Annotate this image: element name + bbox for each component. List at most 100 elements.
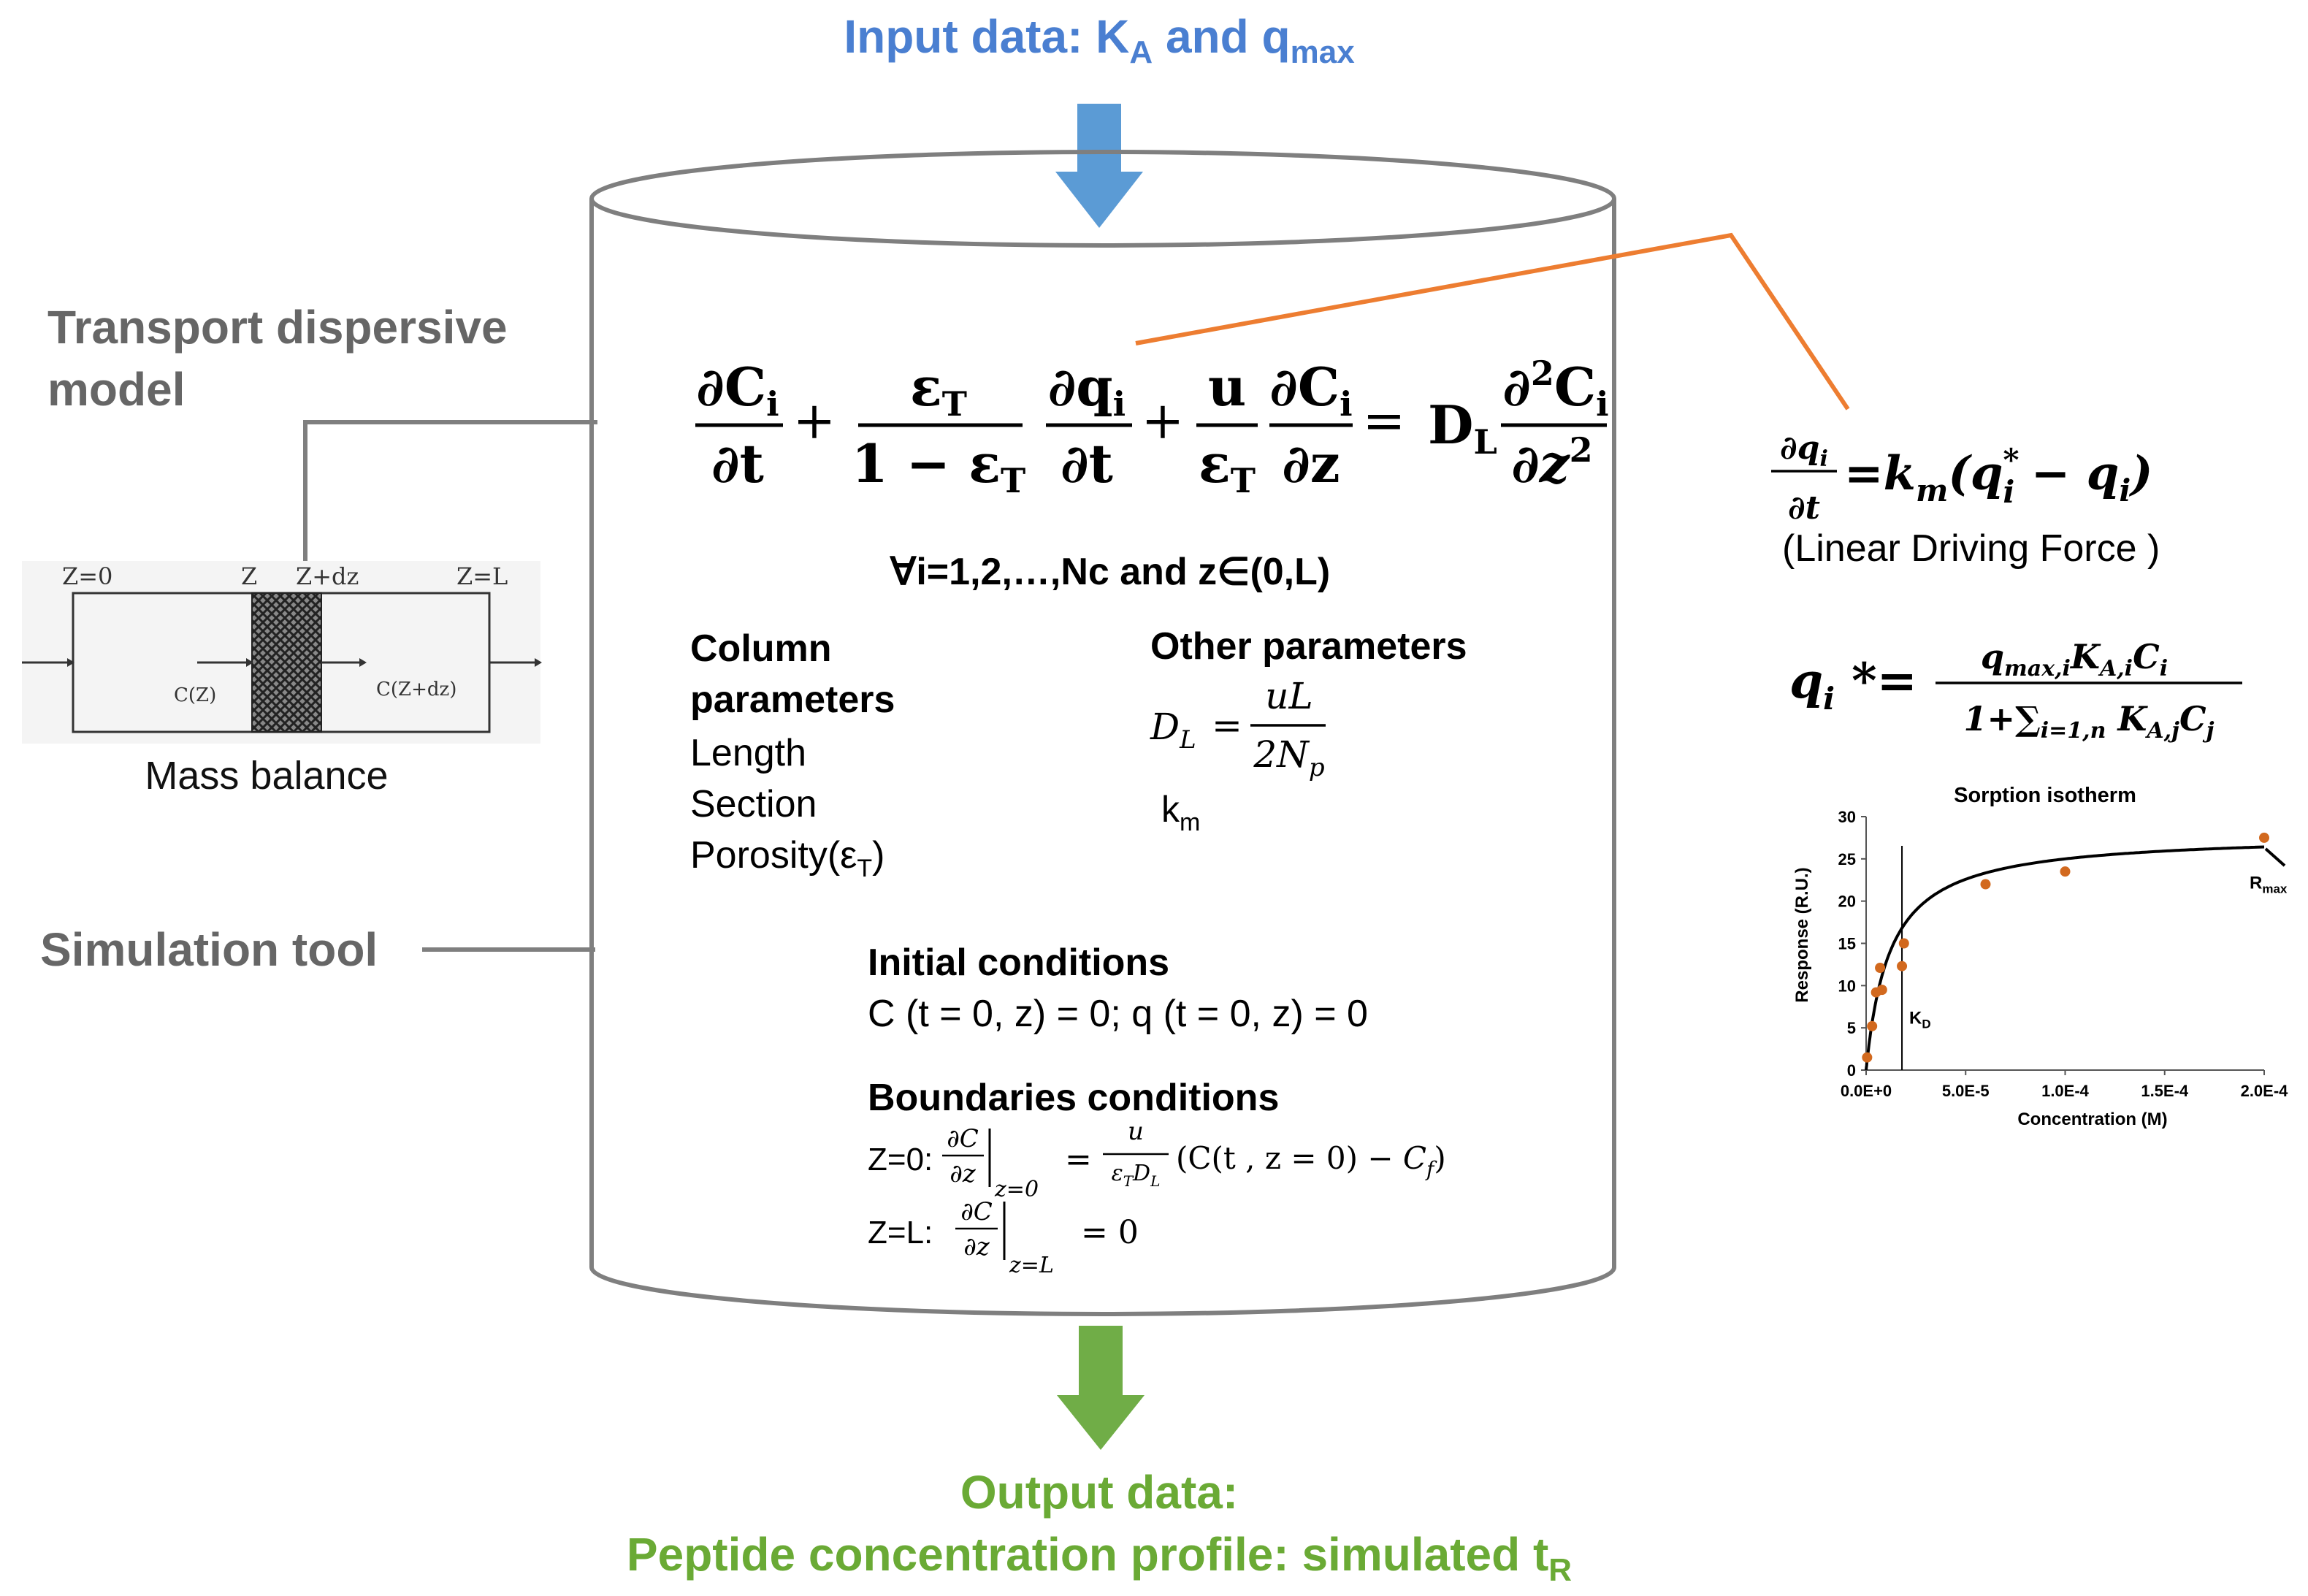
mb-label-z0: Z=0 — [62, 562, 112, 590]
other-param-dl-num: uL — [1265, 675, 1312, 717]
other-param-dl-eq: = — [1212, 704, 1242, 747]
chart-y-tick-label: 30 — [1838, 808, 1856, 826]
eq-dz-den: ∂z — [1282, 432, 1340, 495]
boundary-z0-rhs: (C(t , z = 0) − Cf) — [1176, 1140, 1446, 1181]
chart-rmax-annotation: Rmax — [2250, 873, 2288, 896]
langmuir-num: qmax,iKA,iCi — [1981, 637, 2168, 681]
flow-in-arrowhead — [246, 658, 253, 667]
eq-dt-den: ∂t — [711, 432, 764, 495]
ldf-caption: (Linear Driving Force ) — [1782, 527, 2160, 570]
chart-y-tick-label: 5 — [1847, 1019, 1856, 1037]
ldf-equation: ∂qi ∂t =km(q*i − qi) — [1771, 429, 2153, 527]
chart-fit-curve — [1865, 845, 2265, 1071]
eq-plus-1: + — [793, 391, 836, 451]
column-params-heading-2: parameters — [690, 679, 895, 721]
eq-eps-num: εT — [910, 356, 967, 424]
initial-conditions-heading: Initial conditions — [868, 942, 1169, 984]
mass-balance-label: Mass balance — [145, 754, 388, 798]
ldf-dt: ∂t — [1788, 489, 1820, 527]
chart-title: Sorption isotherm — [1954, 784, 2136, 807]
boundary-z0-at: z=0 — [994, 1177, 1039, 1202]
langmuir-lhs: qi *= — [1789, 652, 1917, 717]
chart-x-axis-label: Concentration (M) — [2017, 1110, 2167, 1129]
tdm-label-line2: model — [47, 363, 185, 416]
column-cylinder — [589, 150, 1616, 1316]
ldf-connector-line — [1135, 232, 1850, 411]
chart-data-point — [1898, 938, 1909, 949]
eq-eps-den: 1 − εT — [852, 432, 1026, 500]
tdm-label-line1: Transport dispersive — [47, 301, 508, 354]
flow-out-arrowhead — [359, 658, 367, 667]
chart-y-tick-label: 25 — [1838, 850, 1856, 868]
chart-data-point — [1862, 1052, 1873, 1063]
chart-data-point — [1897, 961, 1908, 971]
ldf-rhs: =km(q*i − qi) — [1844, 442, 2153, 510]
other-param-dl: DL — [1150, 706, 1196, 755]
eq-dl: DL — [1428, 394, 1497, 462]
langmuir-den: 1+∑i=1,n KA,jCj — [1964, 699, 2215, 744]
chart-y-axis-label: Response (R.U.) — [1792, 867, 1812, 1002]
column-param-section: Section — [690, 783, 817, 825]
eq-d2c-num: ∂2Ci — [1502, 354, 1608, 424]
eq-dt-den-2: ∂t — [1061, 432, 1113, 495]
mb-label-zdz: Z+dz — [296, 562, 359, 590]
eq-equals: = — [1363, 391, 1406, 451]
boundary-z0-label: Z=0: — [868, 1142, 933, 1177]
langmuir-equation: qi *= qmax,iKA,iCi 1+∑i=1,n KA,jCj — [1789, 637, 2242, 744]
boundary-zl-at: z=L — [1009, 1253, 1054, 1278]
chart-y-tick-label: 10 — [1838, 977, 1856, 995]
cylinder-bottom — [589, 1267, 1616, 1316]
initial-conditions-text: C (t = 0, z) = 0; q (t = 0, z) = 0 — [868, 993, 1368, 1035]
chart-y-tick-label: 15 — [1838, 935, 1856, 953]
column-param-length: Length — [690, 732, 806, 774]
chart-data-point — [1876, 985, 1887, 996]
sorption-isotherm-chart: Sorption isotherm Response (R.U.) Concen… — [1792, 784, 2288, 1129]
chart-data-point — [2259, 832, 2269, 843]
boundary-z0-dc: ∂C — [947, 1124, 979, 1153]
chart-x-tick-label: 2.0E-4 — [2241, 1082, 2289, 1100]
chart-x-tick-label: 0.0E+0 — [1841, 1082, 1892, 1100]
equation-domain: ∀i=1,2,…,Nc and z∈(0,L) — [890, 551, 1330, 593]
mass-balance-schematic: Z=0 Z Z+dz Z=L C(Z) C(Z+dz) — [22, 561, 542, 744]
other-param-km: km — [1161, 789, 1200, 836]
eq-epsT-den: εT — [1199, 432, 1256, 500]
input-arrow — [1055, 104, 1143, 228]
eq-u-num: u — [1208, 356, 1246, 418]
boundary-z0: Z=0: ∂C ∂z z=0 = u εTDL (C(t , z = 0) − … — [868, 1117, 1446, 1202]
boundary-z0-epsd: εTDL — [1112, 1161, 1161, 1190]
output-title-line2: Peptide concentration profile: simulated… — [627, 1528, 1572, 1588]
chart-y-tick-label: 20 — [1838, 893, 1856, 911]
eq-dci-num-2: ∂Ci — [1269, 356, 1352, 424]
eq-dci-num: ∂Ci — [696, 356, 779, 424]
eq-dqi-num: ∂qi — [1048, 356, 1126, 424]
main-equation: ∂Ci ∂t + εT 1 − εT ∂qi ∂t + u εT ∂Ci ∂z … — [695, 354, 1609, 500]
other-params-heading: Other parameters — [1150, 625, 1467, 668]
column-param-porosity: Porosity(εT) — [690, 834, 884, 882]
boundary-zl: Z=L: ∂C ∂z z=L = 0 — [868, 1197, 1139, 1278]
input-title: Input data: KA and qmax — [844, 10, 1355, 70]
inflow-arrowhead — [67, 658, 74, 667]
mb-label-zl: Z=L — [456, 562, 508, 590]
eq-dz2-den: ∂z2 — [1511, 430, 1592, 495]
simulation-tool-label: Simulation tool — [40, 923, 378, 976]
eq-plus-2: + — [1142, 391, 1185, 451]
boundary-z0-u: u — [1128, 1117, 1144, 1146]
chart-marks: KD Rmax — [1862, 832, 2288, 1071]
tdm-connector — [303, 420, 597, 599]
boundary-zl-label: Z=L: — [868, 1215, 933, 1251]
other-param-dl-den: 2Np — [1253, 733, 1324, 782]
boundary-zl-zero: = 0 — [1081, 1214, 1139, 1251]
mb-label-cz: C(Z) — [174, 684, 216, 706]
chart-data-point — [1867, 1020, 1878, 1031]
chart-kd-annotation: KD — [1909, 1008, 1931, 1031]
boundary-z0-dz: ∂z — [949, 1159, 977, 1188]
chart-x-tick-label: 1.5E-4 — [2141, 1082, 2189, 1100]
outflow-arrowhead — [535, 658, 542, 667]
mb-label-czdz: C(Z+dz) — [376, 679, 456, 700]
chart-y-tick-label: 0 — [1847, 1061, 1856, 1080]
output-arrow — [1057, 1326, 1145, 1450]
chart-rmax-pointer — [2264, 847, 2286, 867]
boundary-conditions-heading: Boundaries conditions — [868, 1077, 1279, 1119]
